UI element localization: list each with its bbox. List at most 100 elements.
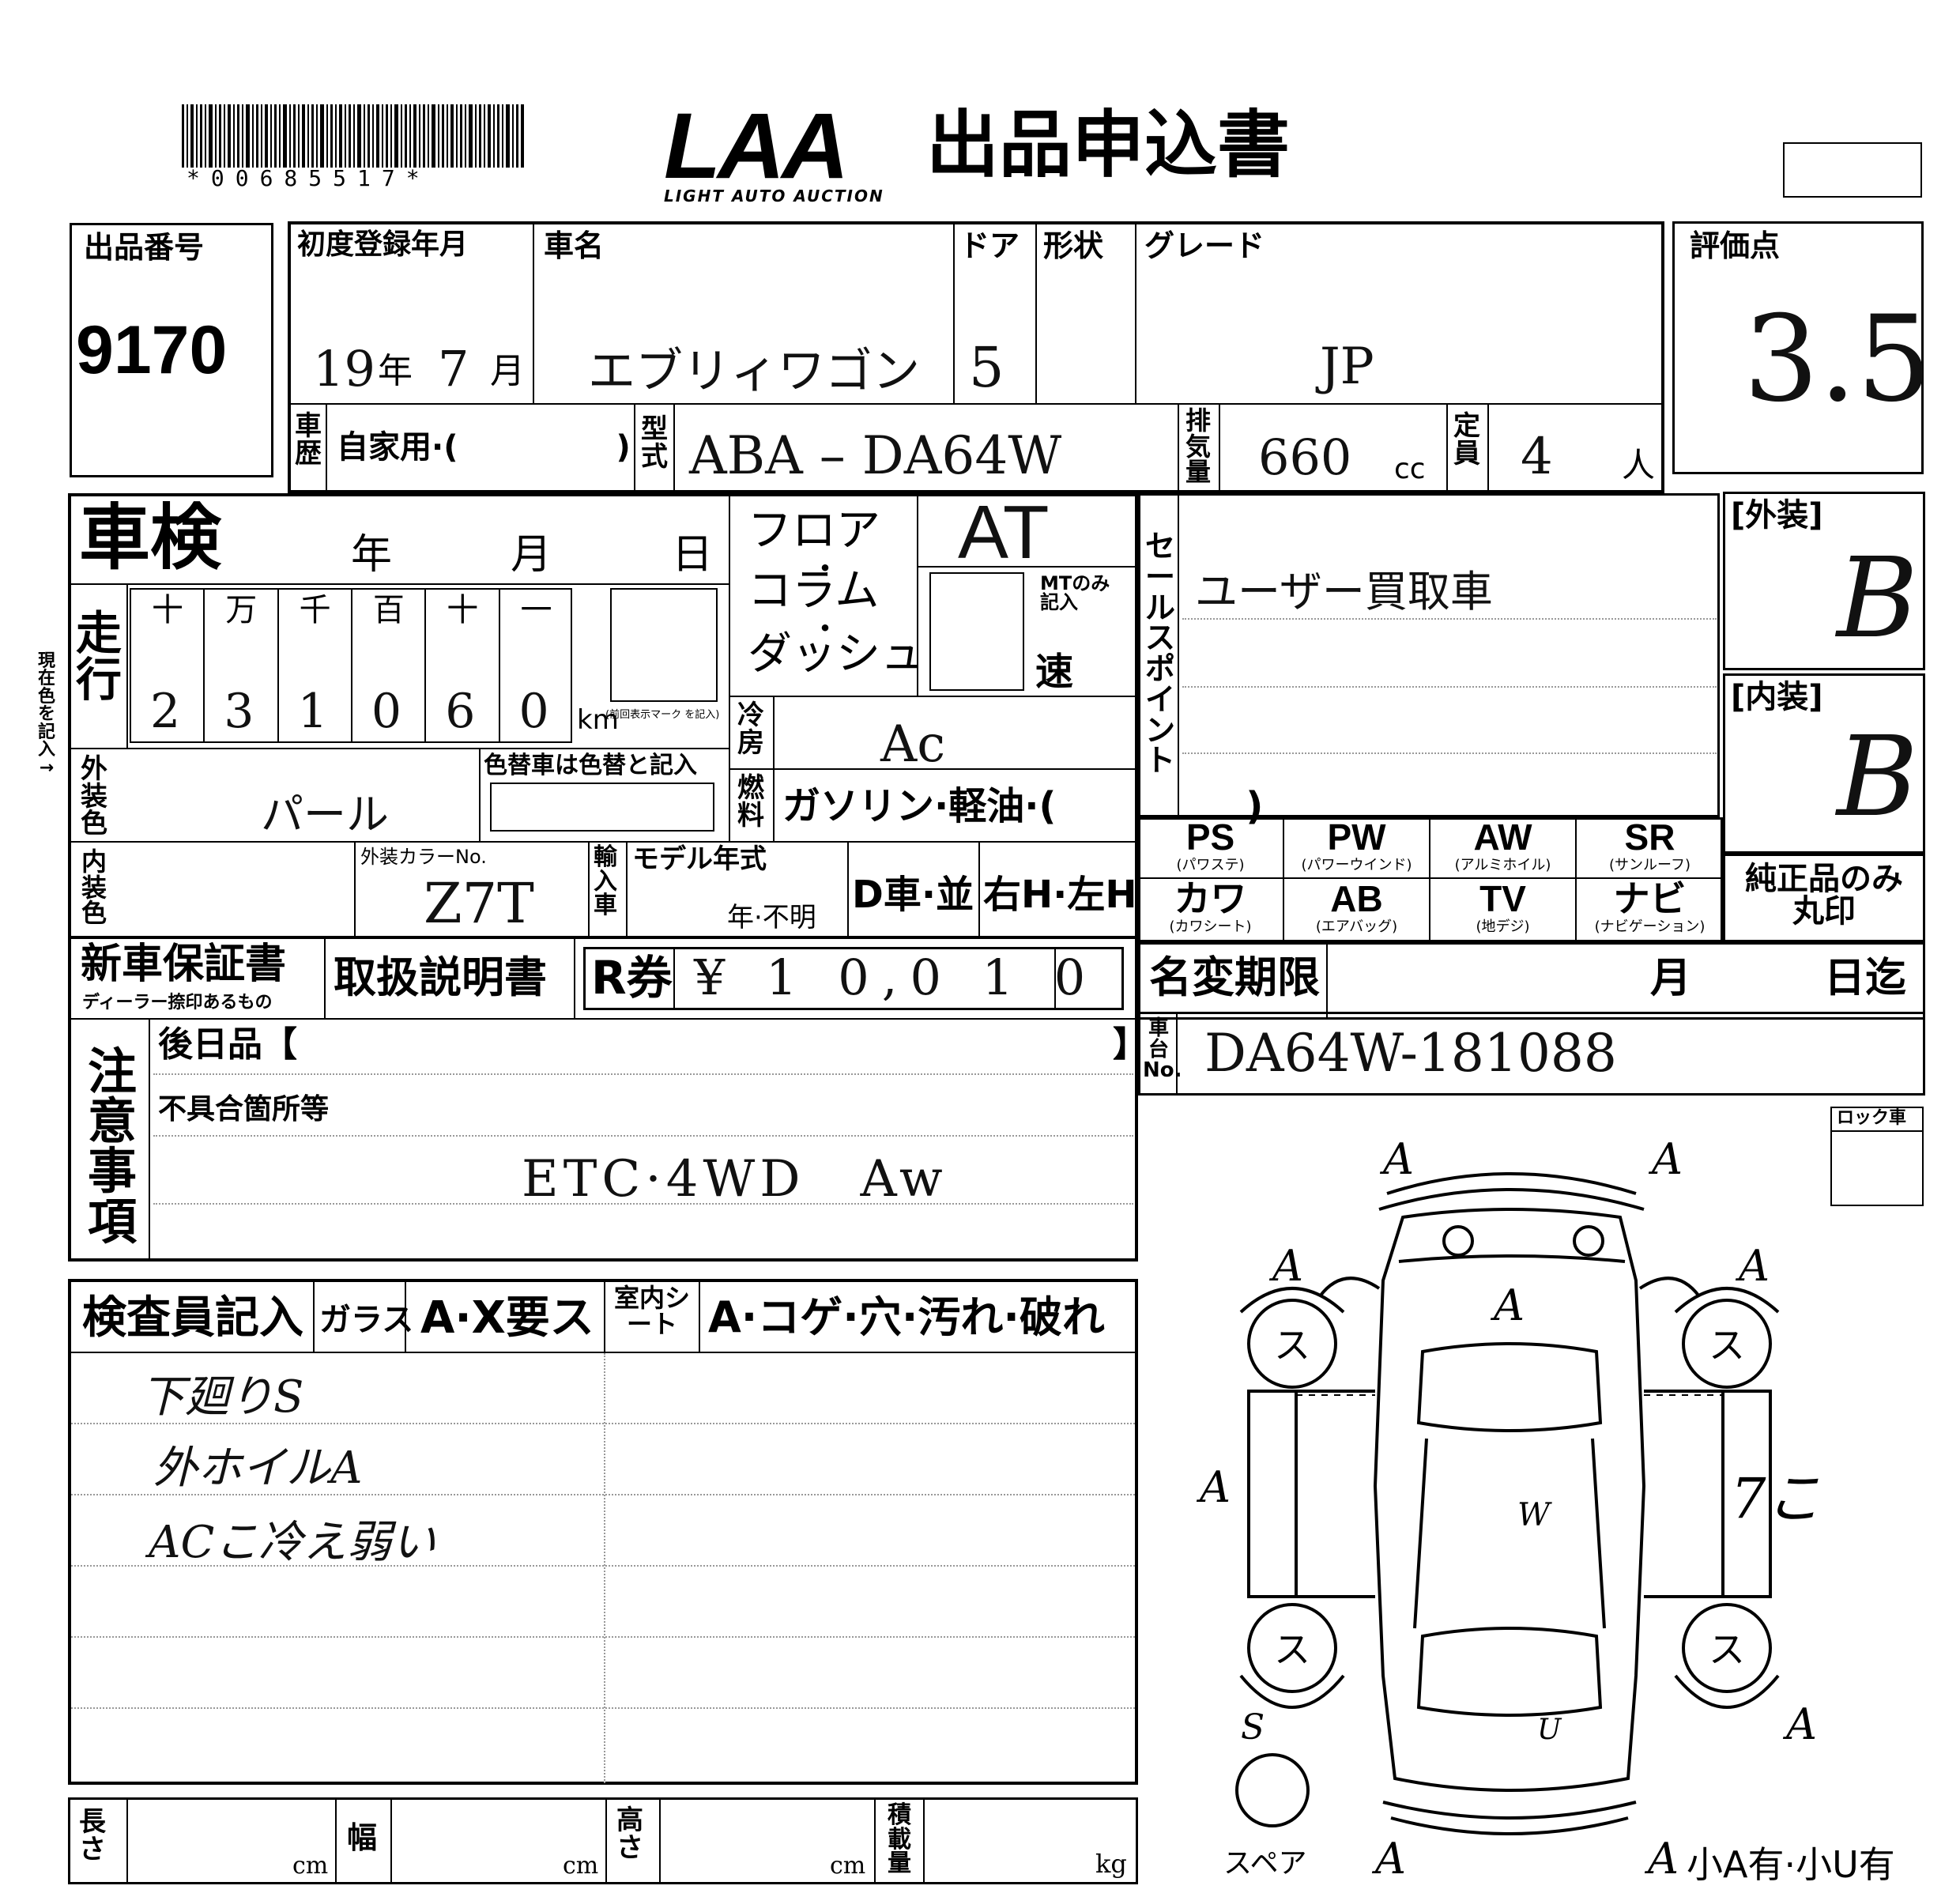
equipment-sub: (エアバッグ): [1315, 918, 1398, 935]
inspector-box: [68, 1279, 1138, 1785]
diagram-footer: 小A有·小U有: [1687, 1843, 1895, 1886]
model-value: ABA – DA64W: [689, 425, 1062, 486]
name-change-box: [1138, 942, 1925, 1020]
equipment-code: AB: [1330, 878, 1383, 919]
sales-label: セールスポイント: [1144, 529, 1175, 779]
form-title: 出品申込書: [926, 103, 1291, 187]
first-reg-month-unit: 月: [490, 351, 525, 391]
dimensions-box: [68, 1797, 1138, 1884]
equipment-code: PS: [1185, 817, 1235, 858]
km-label: km: [577, 704, 619, 736]
mt-label: MTのみ記入: [1040, 572, 1110, 614]
inspector-label: 検査員記入: [82, 1292, 303, 1344]
first-reg-year-unit: 年: [378, 351, 413, 391]
color-no-label: 外装カラーNo.: [360, 846, 487, 868]
interior-grade-value: B: [1837, 713, 1918, 842]
genuine-label: 純正品のみ 丸印: [1745, 861, 1903, 930]
equipment-code: SR: [1624, 817, 1675, 858]
diagram-mark-rear-bumper-left: A: [1371, 1834, 1406, 1884]
history-label: 車歴: [295, 410, 322, 470]
ext-color-label: 外装色: [81, 753, 107, 840]
manual-label: 取扱説明書: [334, 952, 547, 1002]
recycle-label: R券: [591, 951, 673, 1005]
length-unit: cm: [292, 1852, 329, 1880]
odometer-header: 十: [447, 592, 479, 628]
odometer-digit: 3: [224, 684, 254, 739]
inspector-comment-3: ACこ冷え弱い: [149, 1517, 436, 1568]
diagram-mark-fender-left: A: [1268, 1241, 1303, 1291]
vehicle-info-box: [288, 221, 1664, 493]
floor-label: フロア: [748, 505, 880, 556]
diagram-mark-hood: A: [1490, 1280, 1525, 1330]
displacement-value: 660: [1258, 428, 1352, 486]
equipment-cell: AW(アルミホイル): [1430, 817, 1577, 879]
inspector-comment-2: 外ホイルA: [153, 1443, 363, 1494]
recycle-value: ¥ 1 0,0 1 0: [694, 948, 1099, 1006]
equipment-sub: (サンルーフ): [1609, 857, 1690, 873]
notes-label: 注意事項: [87, 1043, 137, 1250]
lock-label: ロック車: [1837, 1108, 1907, 1128]
odometer-header: 一: [520, 592, 552, 628]
ac-label: 冷房: [737, 700, 764, 759]
defects-label: 不具合箇所等: [158, 1093, 330, 1126]
equipment-cell: AB(エアバッグ): [1284, 879, 1430, 941]
shaken-label: 車検: [79, 496, 221, 579]
exterior-grade-value: B: [1837, 534, 1918, 663]
model-label: 型式: [641, 413, 668, 473]
odometer-digit: 0: [518, 684, 549, 739]
diagram-mark-side-left: A: [1196, 1462, 1231, 1512]
dash-label: ダッシュ: [748, 628, 925, 680]
history-value: 自家用·( ): [337, 429, 631, 466]
ac-value: Ac: [880, 715, 946, 774]
shaken-month: 月: [511, 531, 552, 579]
genuine-box: [1723, 854, 1925, 942]
chassis-label: 車台No.: [1143, 1016, 1182, 1083]
column-label: コラム: [748, 565, 880, 617]
car-name-label: 車名: [544, 228, 605, 263]
color-change-label: 色替車は色替と記入: [484, 752, 697, 779]
odometer-digit: 0: [371, 684, 402, 739]
length-label: 長さ: [79, 1806, 106, 1865]
barcode: [180, 104, 528, 175]
height-unit: cm: [830, 1852, 866, 1880]
equipment-sub: (パワステ): [1176, 857, 1245, 873]
equipment-cell: TV(地デジ): [1430, 879, 1577, 941]
first-reg-month: 7: [438, 340, 469, 398]
later-close: 】: [1113, 1024, 1148, 1065]
inspector-comment-1: 下廻りS: [141, 1371, 304, 1423]
equipment-sub: (パワーウインド): [1301, 857, 1412, 873]
inspection-box: [68, 493, 1138, 1262]
grade-label: グレード: [1144, 228, 1265, 263]
equipment-cell: SR(サンルーフ): [1577, 817, 1723, 879]
lot-number-label: 出品番号: [84, 230, 205, 265]
load-label: 積載量: [888, 1801, 911, 1878]
door-value: 5: [969, 335, 1004, 400]
interior-grade-box: [1723, 673, 1925, 854]
sales-value: ユーザー買取車: [1195, 567, 1493, 617]
equipment-sub: (地デジ): [1476, 918, 1530, 935]
lot-number-box: [70, 223, 273, 477]
int-color-label: 内装色: [81, 847, 107, 929]
fuel-label: 燃料: [737, 772, 764, 832]
lot-number-value: 9170: [76, 312, 228, 388]
diagram-mark-front-right: A: [1648, 1134, 1683, 1184]
side-note: 現在色を記入→: [37, 651, 55, 778]
first-reg-label: 初度登録年月: [297, 228, 469, 261]
diagram-mark-rear-right: A: [1782, 1699, 1817, 1749]
corner-box: [1783, 142, 1922, 198]
wheel-mark-rl: ス: [1274, 1628, 1310, 1671]
equipment-sub: (カワシート): [1169, 918, 1252, 935]
glass-label: ガラス: [319, 1302, 414, 1338]
color-change-box: [490, 783, 714, 832]
diagram-mark-fender-right: A: [1735, 1241, 1770, 1291]
capacity-label: 定員: [1453, 410, 1480, 470]
equipment-code: AW: [1473, 817, 1532, 858]
km-mark-box: [610, 588, 718, 702]
barcode-number: *00685517*: [187, 165, 431, 191]
glass-value: A·X要ス: [420, 1292, 594, 1344]
exterior-grade-box: [1723, 492, 1925, 670]
width-unit: cm: [563, 1852, 599, 1880]
exterior-grade-label: [外装]: [1731, 497, 1823, 534]
lock-box: [1830, 1107, 1924, 1206]
chassis-box: [1138, 1012, 1925, 1096]
